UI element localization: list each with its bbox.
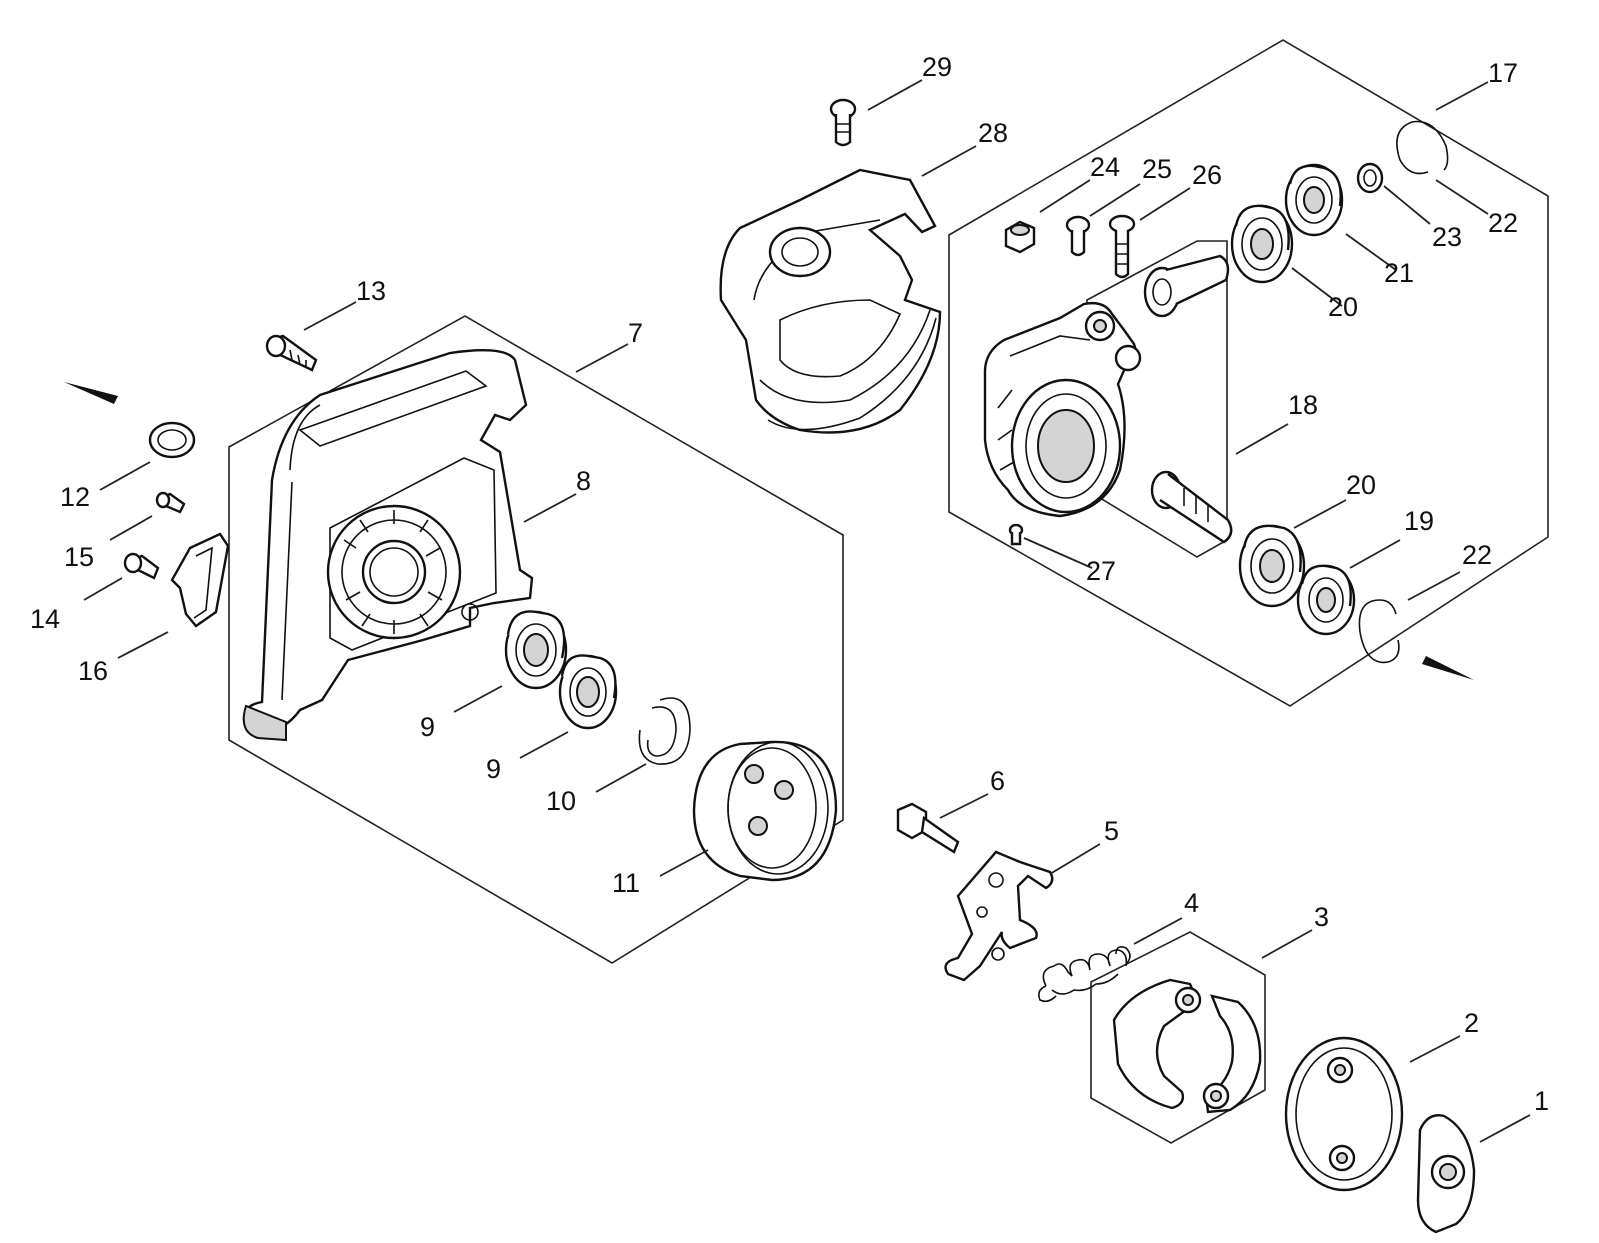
case-assembly-frame: [228, 315, 844, 964]
screw-14-part: [123, 552, 160, 580]
guide-16-part: [170, 532, 230, 628]
clutch-case-part: [242, 349, 534, 742]
callout-23: 23: [1432, 222, 1462, 252]
gear-cover-28-part: [719, 168, 942, 434]
callout-10: 10: [546, 786, 576, 816]
ring-23-part: [1356, 162, 1384, 194]
gear-shaft-upper-part: [1143, 254, 1230, 318]
gear-case-18-part: [983, 301, 1142, 518]
clutch-drum-part: [692, 740, 838, 882]
washer-1-part: [1416, 1114, 1476, 1234]
callout-21: 21: [1384, 258, 1414, 288]
screw-25-part: [1065, 215, 1091, 257]
callout-22a: 22: [1488, 208, 1518, 238]
callout-3: 3: [1314, 902, 1329, 932]
callout-8: 8: [576, 466, 591, 496]
nut-24-part: [1004, 220, 1036, 254]
direction-arrows: [64, 382, 1474, 680]
callout-4: 4: [1184, 888, 1199, 918]
callout-15: 15: [64, 542, 94, 572]
callout-6: 6: [990, 766, 1005, 796]
callout-1: 1: [1534, 1086, 1549, 1116]
callout-20b: 20: [1346, 470, 1376, 500]
callout-14: 14: [30, 604, 60, 634]
callout-29: 29: [922, 52, 952, 82]
callout-7: 7: [628, 318, 643, 348]
spring-4-part: [1038, 946, 1131, 1003]
circlip-10-part: [638, 697, 691, 765]
clutch-shoe-subassembly-frame: [1090, 931, 1266, 1144]
callout-24: 24: [1090, 152, 1120, 182]
callout-27: 27: [1086, 556, 1116, 586]
bearing-20a-part: [1230, 204, 1294, 284]
gear-shaft-lower-part: [1150, 470, 1233, 544]
arrow-left-icon: [64, 382, 118, 404]
callout-19: 19: [1404, 506, 1434, 536]
callout-13: 13: [356, 276, 386, 306]
collar-12-part: [148, 421, 196, 459]
callout-9a: 9: [420, 712, 435, 742]
callout-labels: 1 2 3 4 5 6 7 8 9 9 10 11 12 13 14 15 16…: [30, 52, 1549, 1116]
callout-22b: 22: [1462, 540, 1492, 570]
callout-5: 5: [1104, 816, 1119, 846]
clutch-plate-2-part: [1284, 1036, 1404, 1192]
circlip-22a-part: [1396, 120, 1449, 175]
bearing-9b-part: [558, 654, 618, 730]
gear-case-assembly-frame: [948, 39, 1549, 707]
callout-11: 11: [612, 868, 640, 898]
screw-15-part: [155, 491, 186, 514]
bearing-21-part: [1284, 163, 1344, 237]
bolt-6-part: [896, 802, 960, 854]
callout-26: 26: [1192, 160, 1222, 190]
callout-28: 28: [978, 118, 1008, 148]
callout-25: 25: [1142, 154, 1172, 184]
clutch-plate-5-part: [944, 850, 1054, 982]
callout-12: 12: [60, 482, 90, 512]
arrow-right-icon: [1422, 656, 1474, 680]
bolt-29-part: [829, 98, 857, 147]
clutch-shoe-3-part: [1112, 978, 1262, 1114]
circlip-22b-part: [1358, 599, 1400, 664]
bearing-19-part: [1296, 564, 1356, 636]
leader-lines: [83, 79, 1531, 1143]
callout-18: 18: [1288, 390, 1318, 420]
screw-26-part: [1108, 214, 1136, 279]
bearing-20b-part: [1238, 524, 1306, 608]
callout-16: 16: [78, 656, 108, 686]
callout-20a: 20: [1328, 292, 1358, 322]
callout-9b: 9: [486, 754, 501, 784]
screw-27-part: [1008, 523, 1024, 546]
bearing-9a-part: [504, 610, 568, 690]
screw-13-part: [265, 334, 318, 372]
callout-2: 2: [1464, 1008, 1479, 1038]
callout-17: 17: [1488, 58, 1518, 88]
